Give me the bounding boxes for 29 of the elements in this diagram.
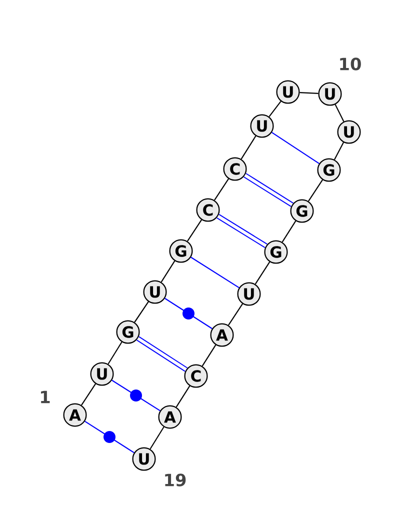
backbone-line [150, 426, 164, 450]
base-pair-line [272, 132, 320, 164]
backbone-line [134, 301, 149, 323]
backbone-line [160, 260, 176, 282]
position-number: 1 [41, 390, 50, 404]
backbone-line [334, 142, 344, 160]
backbone-line [176, 386, 190, 408]
backbone-line [228, 304, 243, 326]
backbone-line [282, 220, 296, 242]
backbone-line [214, 178, 229, 200]
backbone-line [81, 384, 96, 406]
backbone-line [254, 262, 270, 284]
base-pair-line [112, 380, 160, 412]
backbone-line [108, 342, 122, 364]
backbone-line [308, 180, 323, 202]
base-pair-line [244, 173, 294, 207]
base-pair-line [136, 336, 188, 372]
backbone-line [334, 104, 344, 122]
position-number: 19 [165, 474, 186, 486]
backbone-line [202, 344, 216, 366]
backbone-line [300, 92, 318, 94]
backbone-line [240, 136, 256, 160]
backbone-line [268, 101, 282, 117]
base-pair-line [164, 298, 212, 330]
base-pair-line [216, 214, 268, 248]
base-pair-line [84, 420, 134, 454]
backbone-line [187, 220, 202, 242]
base-pair-line [190, 256, 240, 288]
position-number: 10 [340, 58, 361, 70]
